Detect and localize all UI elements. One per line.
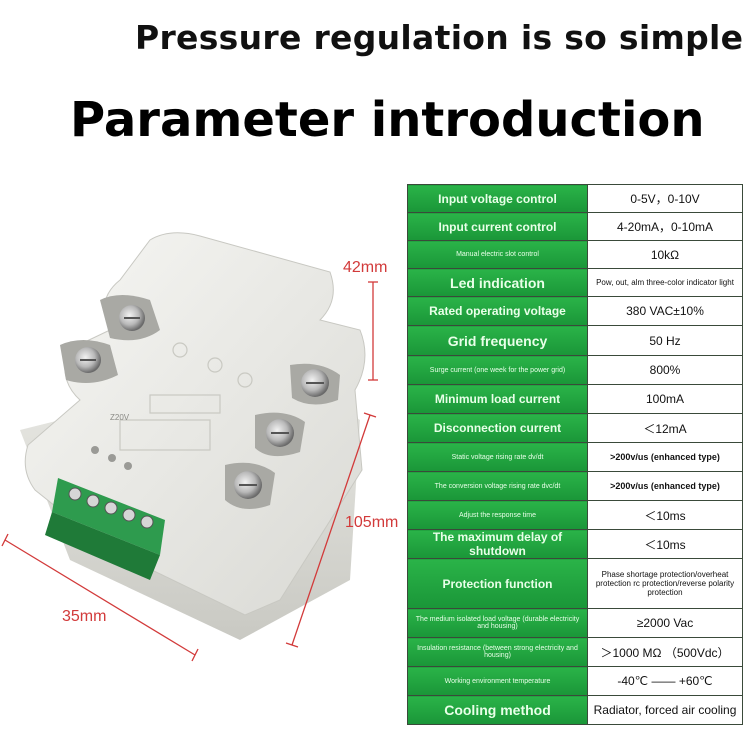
param-label: Led indication: [407, 268, 588, 297]
param-value: Pow, out, alm three-color indicator ligh…: [587, 268, 743, 297]
param-value: ＜10ms: [587, 500, 743, 530]
product-image: Z20V: [1, 232, 378, 662]
param-value: -40℃ —— +60℃: [587, 666, 743, 696]
param-label: Disconnection current: [407, 413, 588, 443]
param-label: Insulation resistance (between strong el…: [407, 637, 588, 667]
param-label: Input current control: [407, 212, 588, 241]
param-value: ＜12mA: [587, 413, 743, 443]
terminal-label: Z20V: [110, 413, 130, 422]
table-row: Insulation resistance (between strong el…: [407, 637, 743, 667]
param-value: 100mA: [587, 384, 743, 414]
param-label: Adjust the response time: [407, 500, 588, 530]
param-value: 50 Hz: [587, 325, 743, 356]
height-dimension: 42mm: [343, 259, 388, 276]
table-row: Surge current (one week for the power gr…: [407, 355, 743, 385]
param-label: The medium isolated load voltage (durabl…: [407, 608, 588, 638]
param-value: ＞1000 MΩ （500Vdc）: [587, 637, 743, 667]
param-label: Static voltage rising rate dv/dt: [407, 442, 588, 472]
param-label: Rated operating voltage: [407, 296, 588, 326]
param-value: 800%: [587, 355, 743, 385]
param-label: Surge current (one week for the power gr…: [407, 355, 588, 385]
param-value: ≥2000 Vac: [587, 608, 743, 638]
table-row: Adjust the response time＜10ms: [407, 500, 743, 530]
headline: Pressure regulation is so simple: [135, 18, 744, 57]
table-row: The conversion voltage rising rate dvc/d…: [407, 471, 743, 501]
table-row: Static voltage rising rate dv/dt>200v/us…: [407, 442, 743, 472]
param-value: Radiator, forced air cooling: [587, 695, 743, 725]
width-dimension: 35mm: [62, 608, 107, 625]
param-value: 380 VAC±10%: [587, 296, 743, 326]
length-dimension: 105mm: [345, 514, 399, 531]
param-label: Cooling method: [407, 695, 588, 725]
table-row: The maximum delay of shutdown＜10ms: [407, 529, 743, 559]
param-value: >200v/us (enhanced type): [587, 442, 743, 472]
param-value: >200v/us (enhanced type): [587, 471, 743, 501]
param-value: 10kΩ: [587, 240, 743, 269]
param-value: 0-5V，0-10V: [587, 184, 743, 213]
param-label: Protection function: [407, 558, 588, 609]
param-value: ＜10ms: [587, 529, 743, 559]
param-label: The maximum delay of shutdown: [407, 529, 588, 559]
table-row: Disconnection current＜12mA: [407, 413, 743, 443]
param-label: Working environment temperature: [407, 666, 588, 696]
table-row: The medium isolated load voltage (durabl…: [407, 608, 743, 638]
param-value: Phase shortage protection/overheat prote…: [587, 558, 743, 609]
param-label: Grid frequency: [407, 325, 588, 356]
param-value: 4-20mA，0-10mA: [587, 212, 743, 241]
param-label: Manual electric slot control: [407, 240, 588, 269]
param-label: The conversion voltage rising rate dvc/d…: [407, 471, 588, 501]
param-label: Minimum load current: [407, 384, 588, 414]
page-title: Parameter introduction: [70, 92, 705, 148]
param-label: Input voltage control: [407, 184, 588, 213]
table-row: Working environment temperature-40℃ —— +…: [407, 666, 743, 696]
